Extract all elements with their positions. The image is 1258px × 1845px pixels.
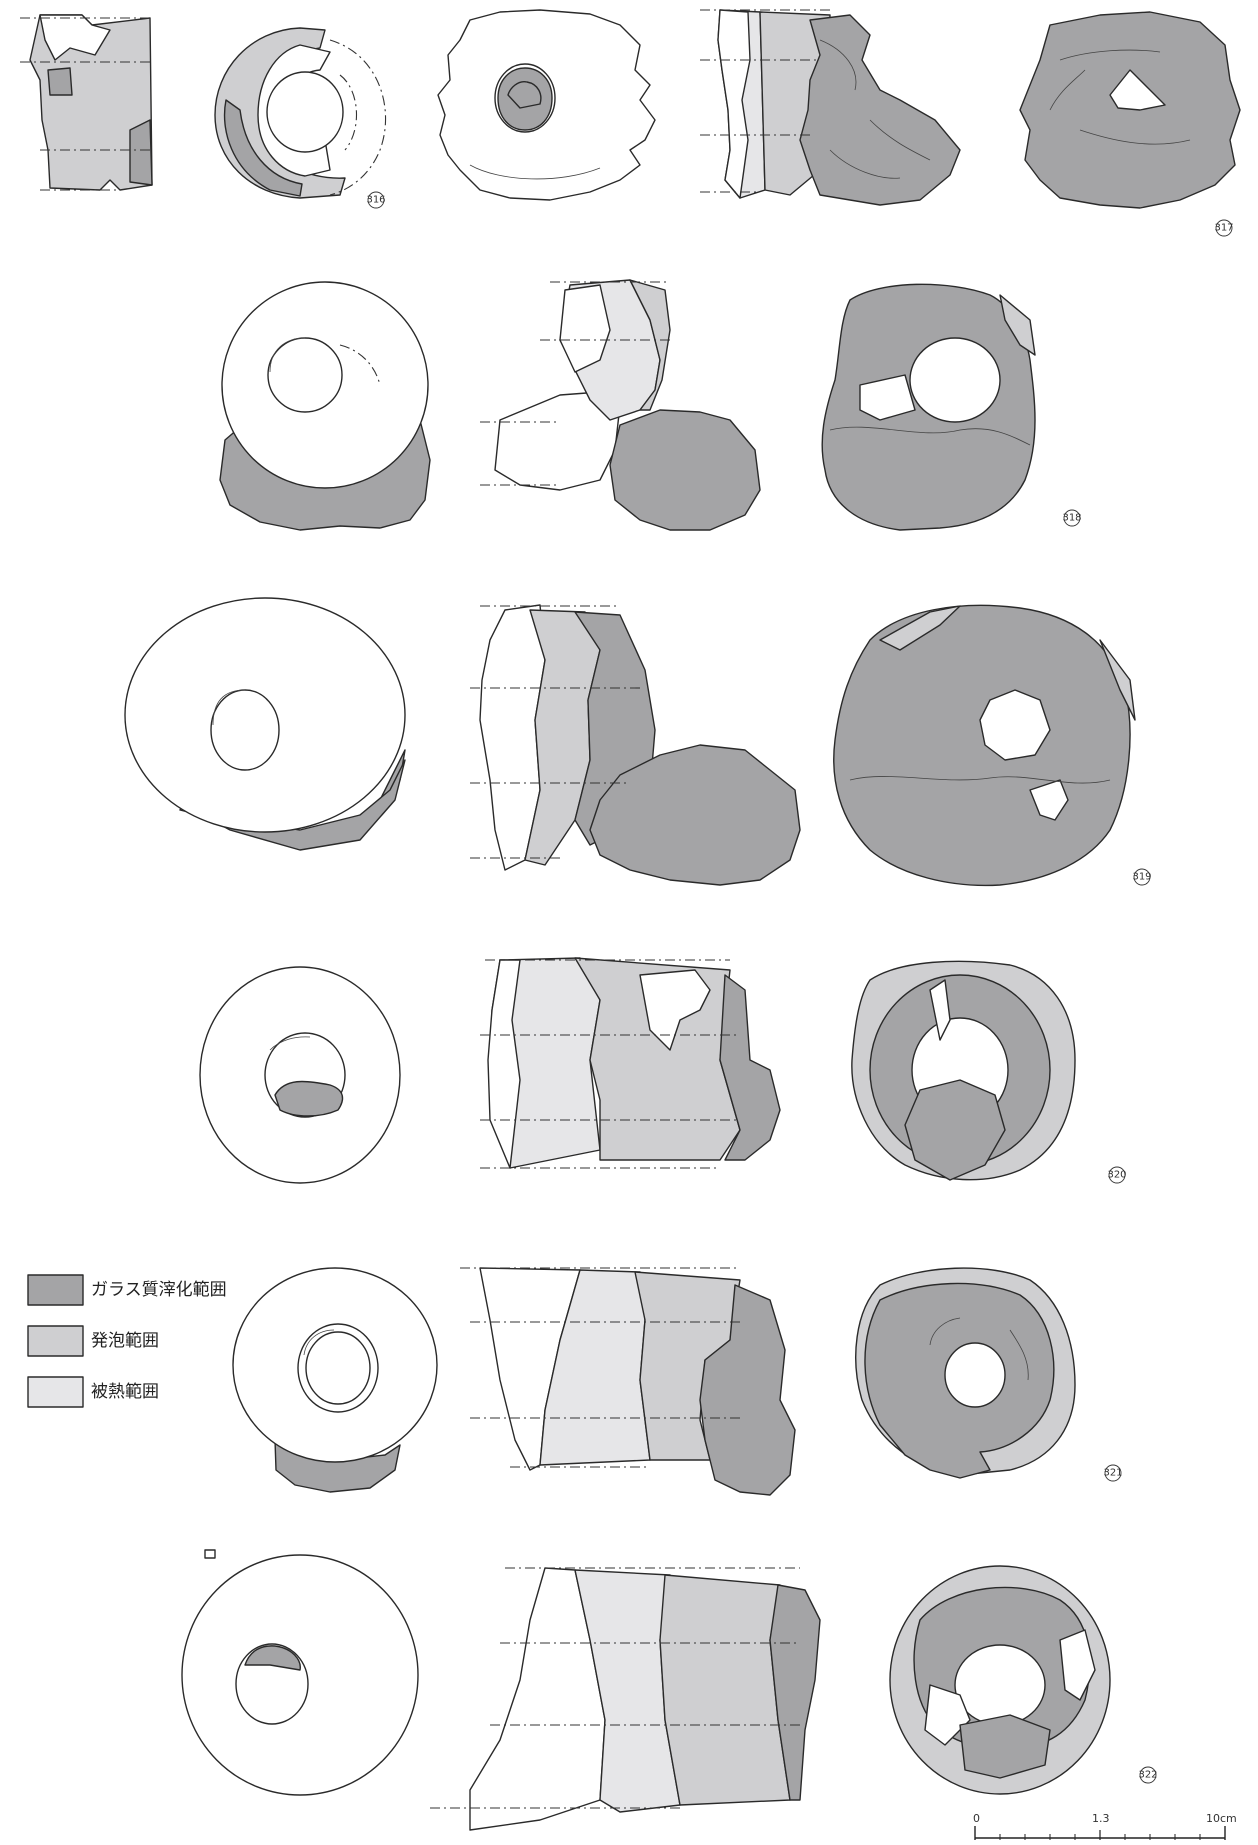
specimen-320-side-view — [480, 957, 781, 1169]
legend-label-vitrified: ガラス質滓化範囲 — [91, 1280, 227, 1300]
specimen-318-number: 318 — [1062, 513, 1081, 524]
legend-label-heated: 被熱範囲 — [91, 1382, 159, 1402]
specimen-318-top-view — [219, 281, 431, 531]
specimen-320-top-view — [199, 966, 401, 1184]
specimen-321-side-view — [460, 1267, 796, 1496]
specimen-322-drawings: 322 — [181, 1549, 1158, 1831]
legend-label-foamed: 発泡範囲 — [91, 1331, 159, 1351]
scale-label-end: 10cm — [1206, 1812, 1237, 1825]
specimen-316-end-view: 316 — [214, 27, 387, 209]
specimen-317-number: 317 — [1214, 223, 1233, 234]
specimen-317-drawings: 317 — [437, 9, 1241, 237]
legend-item-foamed: 発泡範囲 — [27, 1325, 159, 1357]
specimen-317-top-view — [437, 9, 656, 201]
specimen-322-top-view — [181, 1549, 419, 1796]
specimen-319-drawings: 319 — [124, 597, 1152, 887]
specimen-317-bottom-view: 317 — [1019, 11, 1241, 237]
specimen-316-number: 316 — [366, 195, 385, 206]
specimen-321-bottom-view: 321 — [855, 1267, 1123, 1482]
specimen-322-side-view — [430, 1567, 821, 1831]
specimen-316-drawings: 316 — [20, 14, 387, 209]
scale-bar: 0 1.3 10cm — [973, 1812, 1237, 1840]
specimen-321-top-view — [232, 1267, 438, 1493]
specimen-321-drawings: 321 — [232, 1267, 1123, 1496]
specimen-319-bottom-view: 319 — [833, 604, 1152, 887]
specimen-317-side-view — [700, 9, 961, 206]
legend-item-vitrified: ガラス質滓化範囲 — [27, 1274, 227, 1306]
specimen-318-drawings: 318 — [219, 279, 1082, 531]
specimen-316-side-view — [20, 14, 153, 191]
specimen-318-side-view — [480, 279, 761, 531]
legend-item-heated: 被熱範囲 — [27, 1376, 159, 1408]
specimen-322-bottom-view: 322 — [889, 1565, 1158, 1795]
specimen-321-number: 321 — [1103, 1468, 1122, 1479]
specimen-319-top-view — [124, 597, 406, 851]
legend: ガラス質滓化範囲 発泡範囲 被熱範囲 — [27, 1274, 227, 1408]
specimen-320-number: 320 — [1107, 1170, 1126, 1181]
specimen-320-bottom-view: 320 — [851, 960, 1127, 1184]
specimen-319-side-view — [470, 604, 801, 886]
scale-label-mid: 1.3 — [1092, 1812, 1110, 1825]
specimen-322-number: 322 — [1138, 1770, 1157, 1781]
scale-label-start: 0 — [973, 1812, 980, 1825]
specimen-319-number: 319 — [1132, 872, 1151, 883]
specimen-318-bottom-view: 318 — [821, 283, 1082, 531]
specimen-320-drawings: 320 — [199, 957, 1127, 1184]
